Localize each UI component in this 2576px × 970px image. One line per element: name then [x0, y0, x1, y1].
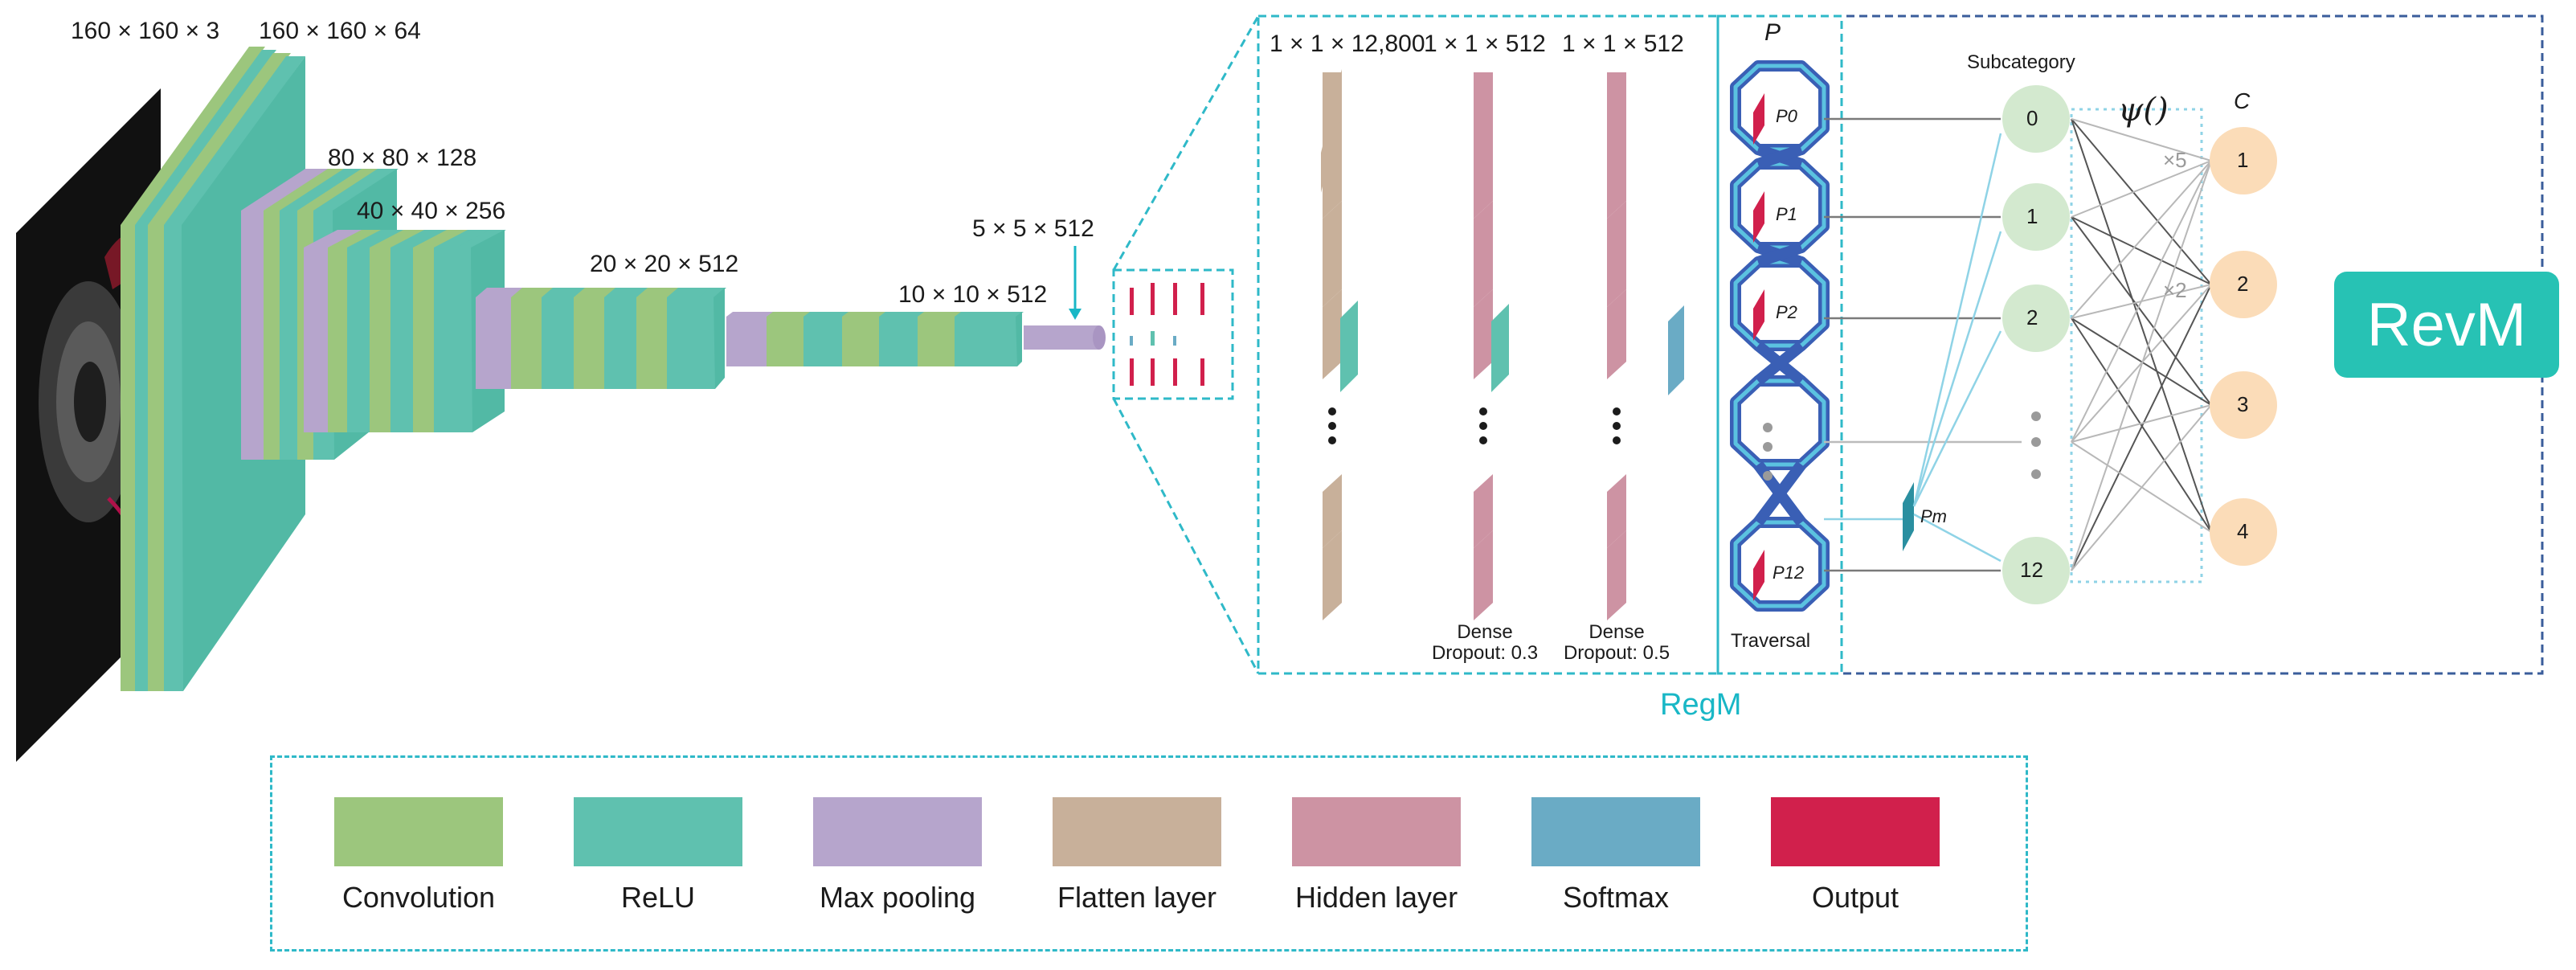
cat-node-3: [2210, 371, 2277, 439]
conv2-dim-label: 80 × 80 × 128: [328, 145, 477, 171]
chain-dot: [1763, 442, 1773, 452]
prototype-p2: [1753, 289, 1764, 341]
hidden1-dim-label: 1 × 1 × 512: [1424, 31, 1546, 57]
edges-traversal: [1824, 117, 2022, 572]
legend-swatch-flatten-layer: [1053, 797, 1221, 866]
subcat-label-12: 12: [2020, 558, 2043, 582]
x2-label: ×2: [2163, 278, 2187, 302]
subcategory-header: Subcategory: [1967, 51, 2075, 73]
prototype-p1: [1753, 191, 1764, 243]
hidden-column-1: [1474, 72, 1509, 620]
pool-arrow-head: [1069, 309, 1082, 320]
p2-label: P2: [1776, 302, 1797, 322]
legend-swatch-output: [1771, 797, 1940, 866]
subcat-label-0: 0: [2026, 106, 2038, 130]
input-dim-label: 160 × 160 × 3: [71, 18, 220, 44]
conv1-dim-label: 160 × 160 × 64: [259, 18, 421, 44]
subcat-node-12: [2002, 537, 2070, 604]
cat-node-1: [2210, 127, 2277, 194]
pool-block: [1024, 325, 1106, 350]
softmax-bar: [1668, 305, 1684, 395]
chain-dot: [1763, 471, 1773, 481]
legend: [270, 755, 2028, 952]
legend-swatch-relu: [574, 797, 742, 866]
dense-region-box: [1257, 14, 1719, 675]
prototype-p12: [1753, 550, 1764, 601]
p-label: P: [1764, 19, 1781, 46]
pool-dim-label: 5 × 5 × 512: [972, 215, 1094, 242]
cat-label-1: 1: [2237, 148, 2249, 172]
dense2-caption-line2: Dropout: 0.5: [1563, 642, 1670, 664]
subcat-dot: [2031, 411, 2041, 421]
dense1-caption-line1: Dense: [1457, 621, 1513, 643]
subcat-dot: [2031, 469, 2041, 479]
cat-node-4: [2210, 498, 2277, 566]
conv4-dim-label: 20 × 20 × 512: [590, 251, 739, 277]
legend-label-output: Output: [1811, 881, 1899, 914]
edges-pm: [1824, 133, 2002, 563]
cat-label-4: 4: [2237, 519, 2249, 543]
regm-label: RegM: [1660, 688, 1742, 722]
legend-label-flatten-layer: Flatten layer: [1057, 881, 1217, 914]
traversal-caption: Traversal: [1731, 630, 1811, 652]
subcat-node-1: [2002, 183, 2070, 251]
hidden2-dim-label: 1 × 1 × 512: [1562, 31, 1684, 57]
conv-block-4: [476, 288, 726, 389]
conv-block-5: [726, 312, 1024, 366]
flatten-dim-label: 1 × 1 × 12,800: [1270, 31, 1425, 57]
conv3-dim-label: 40 × 40 × 256: [357, 198, 506, 224]
revm-label: RevM: [2366, 290, 2527, 359]
cat-label-3: 3: [2237, 392, 2249, 416]
chain-dot: [1763, 423, 1773, 432]
p0-label: P0: [1776, 106, 1797, 126]
legend-label-max-pooling: Max pooling: [819, 881, 976, 914]
hidden-column-2: [1607, 72, 1626, 620]
p1-label: P1: [1776, 204, 1797, 224]
legend-swatch-softmax: [1531, 797, 1700, 866]
category-header: C: [2234, 88, 2251, 113]
subcat-node-2: [2002, 284, 2070, 352]
psi-label: ψ(): [2118, 92, 2169, 129]
subcat-dot: [2031, 437, 2041, 447]
edges-psi-light: [2071, 118, 2212, 571]
regm-outer-box: [1716, 14, 2544, 675]
traversal-chain: [1730, 60, 1830, 612]
zoom-box: [1112, 15, 1260, 674]
p12-label: P12: [1773, 563, 1805, 583]
cat-node-2: [2210, 251, 2277, 318]
legend-label-relu: ReLU: [620, 881, 696, 914]
conv5-dim-label: 10 × 10 × 512: [898, 281, 1048, 308]
dense2-caption: Dense Dropout: 0.5: [1552, 622, 1681, 664]
legend-label-softmax: Softmax: [1562, 881, 1670, 914]
conv-block-1: [121, 47, 305, 691]
cat-label-2: 2: [2237, 272, 2249, 296]
subcat-label-2: 2: [2026, 305, 2038, 329]
edges-psi: [2071, 118, 2212, 571]
legend-label-hidden-layer: Hidden layer: [1294, 881, 1458, 914]
dense1-caption-line2: Dropout: 0.3: [1431, 642, 1539, 664]
dense1-caption: Dense Dropout: 0.3: [1421, 622, 1549, 664]
subcat-node-0: [2002, 85, 2070, 153]
legend-swatch-convolution: [334, 797, 503, 866]
flatten-column: [1321, 69, 1358, 620]
subcat-label-1: 1: [2026, 204, 2038, 228]
revm-badge: RevM: [2334, 272, 2559, 378]
legend-label-convolution: Convolution: [341, 881, 496, 914]
legend-swatch-max-pooling: [813, 797, 982, 866]
pm-label: Pm: [1920, 506, 1947, 526]
psi-box: [2070, 108, 2203, 583]
prototype-p0: [1753, 93, 1764, 145]
legend-swatch-hidden-layer: [1292, 797, 1461, 866]
traversal-box: [1716, 14, 1843, 675]
pm-bar: [1903, 482, 1914, 551]
dense2-caption-line1: Dense: [1589, 621, 1645, 643]
x5-label: ×5: [2163, 148, 2187, 172]
